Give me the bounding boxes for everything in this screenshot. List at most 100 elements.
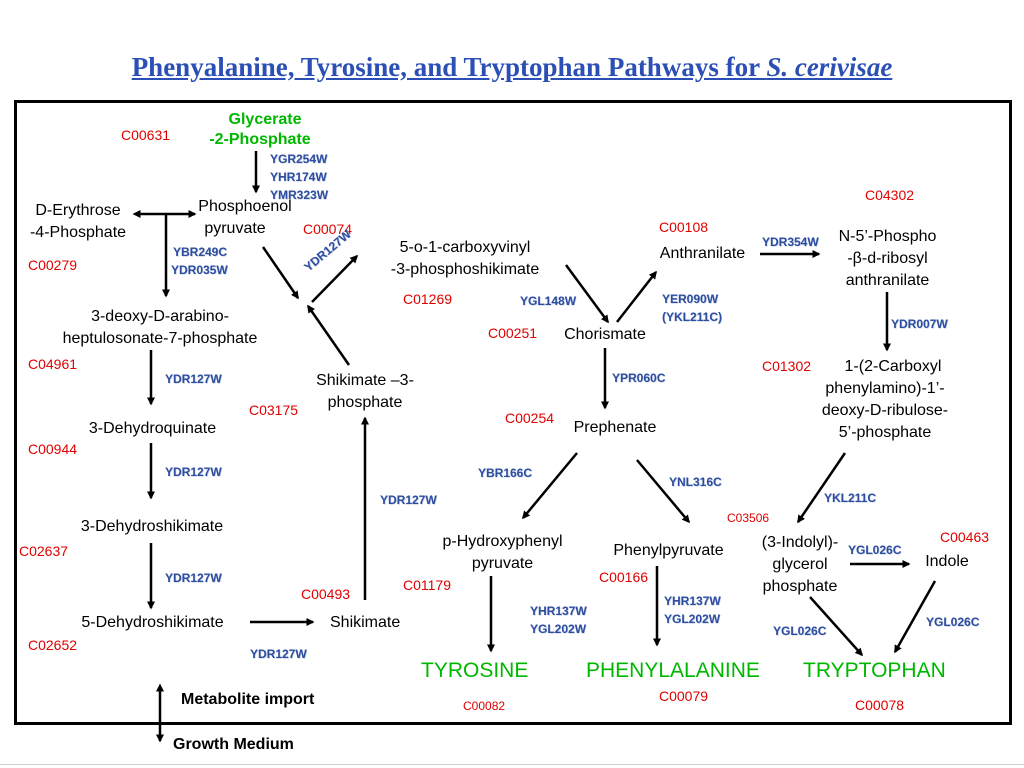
gene-group-dahp-synthase: YBR249C YDR035W xyxy=(171,243,228,279)
product-tryptophan: TRYPTOPHAN xyxy=(803,659,946,682)
gene-label: YHR137W xyxy=(664,594,721,608)
gene-ynl316c: YNL316C xyxy=(669,475,722,489)
legend-metabolite-import: Metabolite import xyxy=(181,691,315,708)
gene-ydr354w: YDR354W xyxy=(762,235,819,249)
gene-label: (YKL211C) xyxy=(662,310,723,324)
product-phenylalanine: PHENYLALANINE xyxy=(586,659,760,682)
compound-id-c00944: C00944 xyxy=(28,441,78,457)
metabolite-label: (3-Indolyl)- xyxy=(761,534,839,551)
arrow-prephenate-to-ppy xyxy=(636,459,690,524)
compound-id-c01269: C01269 xyxy=(403,291,453,307)
arrow-igp-to-tryptophan xyxy=(809,596,864,657)
compound-id-c00279: C00279 xyxy=(28,257,78,273)
gene-ybr166c: YBR166C xyxy=(478,466,533,480)
metabolite-label: anthranilate xyxy=(845,272,930,289)
gene-group-phenylalanine-aminotransferase: YHR137W YGL202W xyxy=(664,592,721,628)
title-species: S. cerivisae xyxy=(766,52,893,82)
arrow-to-epsp xyxy=(311,254,359,303)
compound-id-c00078: C00078 xyxy=(855,697,905,713)
metabolite-label: -2-Phosphate xyxy=(209,131,311,148)
gene-ydr127w-s3p: YDR127W xyxy=(380,493,437,507)
gene-ydr127w-5ds: YDR127W xyxy=(165,571,222,585)
metabolite-indolylglycerol-phosphate: (3-Indolyl)- glycerol phosphate xyxy=(740,532,860,598)
metabolite-label: Phosphoenol xyxy=(198,198,292,215)
page-title: Phenyalanine, Tyrosine, and Tryptophan P… xyxy=(0,52,1024,83)
title-main: Phenyalanine, Tyrosine, and Tryptophan P… xyxy=(131,52,767,82)
metabolite-cdrp: 1-(2-Carboxyl phenylamino)-1’- deoxy-D-r… xyxy=(800,356,970,444)
metabolite-label: p-Hydroxyphenyl xyxy=(442,533,563,550)
gene-label: YHR137W xyxy=(530,604,587,618)
metabolite-glycerate-2-phosphate: Glycerate -2-Phosphate xyxy=(200,110,330,150)
compound-id-c00074: C00074 xyxy=(303,221,353,237)
compound-id-c03506: C03506 xyxy=(727,511,770,525)
compound-id-c02637: C02637 xyxy=(19,543,69,559)
compound-id-c00493: C00493 xyxy=(301,586,351,602)
arrow-s3p-up xyxy=(306,304,351,366)
gene-label: YER090W xyxy=(662,292,719,306)
compound-id-c00079: C00079 xyxy=(659,688,709,704)
gene-label: YBR249C xyxy=(173,245,228,259)
metabolite-label: phosphate xyxy=(327,394,403,411)
legend-growth-medium: Growth Medium xyxy=(173,736,294,753)
gene-ygl148w: YGL148W xyxy=(520,294,577,308)
gene-group-anthranilate-synthase: YER090W (YKL211C) xyxy=(662,290,722,326)
compound-id-c00254: C00254 xyxy=(505,410,555,426)
gene-ydr127w-dhq: YDR127W xyxy=(165,372,222,386)
compound-id-c00082: C00082 xyxy=(463,699,506,713)
compound-id-c00166: C00166 xyxy=(599,569,649,585)
arrow-indole-to-tryptophan xyxy=(893,580,937,654)
metabolite-phenylpyruvate: Phenylpyruvate xyxy=(613,542,724,559)
compound-id-c02652: C02652 xyxy=(28,637,78,653)
metabolite-indole: Indole xyxy=(925,553,969,570)
metabolite-label: deoxy-D-ribulose- xyxy=(821,402,949,419)
arrow-epsp-to-chorismate xyxy=(564,264,610,324)
compound-id-c04302: C04302 xyxy=(865,187,915,203)
metabolite-label: -4-Phosphate xyxy=(29,224,127,241)
gene-ygl026c-trp: YGL026C xyxy=(926,615,980,629)
metabolite-label: D-Erythrose xyxy=(35,202,121,219)
compound-id-c00463: C00463 xyxy=(940,529,990,545)
metabolite-label: Glycerate xyxy=(228,111,302,128)
gene-ygl026c-igp: YGL026C xyxy=(773,624,827,638)
metabolite-prephenate: Prephenate xyxy=(573,419,657,436)
metabolite-label: 1-(2-Carboxyl xyxy=(844,358,942,375)
arrow-pep-to-s3p-junction xyxy=(261,246,300,300)
metabolite-label: heptulosonate-7-phosphate xyxy=(62,330,258,347)
metabolite-5-dehydroshikimate: 5-Dehydroshikimate xyxy=(81,614,224,631)
gene-ydr007w: YDR007W xyxy=(891,317,948,331)
compound-id-c00108: C00108 xyxy=(659,219,709,235)
metabolite-label: phenylamino)-1’- xyxy=(825,380,945,397)
gene-ypr060c: YPR060C xyxy=(612,371,666,385)
compound-id-c00631: C00631 xyxy=(121,127,171,143)
metabolite-label: glycerol xyxy=(772,556,828,573)
metabolite-label: phosphate xyxy=(762,578,838,595)
metabolite-anthranilate: Anthranilate xyxy=(659,245,746,262)
metabolite-label: Shikimate –3- xyxy=(316,372,414,389)
metabolite-3-dehydroquinate: 3-Dehydroquinate xyxy=(88,420,217,437)
metabolite-label: 5-o-1-carboxyvinyl xyxy=(399,239,531,256)
product-tyrosine: TYROSINE xyxy=(421,659,529,682)
slide-bottom-rule xyxy=(0,764,1024,765)
metabolite-label: -β-d-ribosyl xyxy=(847,250,928,267)
compound-id-c03175: C03175 xyxy=(249,402,299,418)
metabolite-label: N-5’-Phospho xyxy=(838,228,937,245)
compound-id-c01302: C01302 xyxy=(762,358,812,374)
gene-label: YGL202W xyxy=(664,612,721,626)
gene-ydr127w-dhs: YDR127W xyxy=(165,465,222,479)
compound-id-c00251: C00251 xyxy=(488,325,538,341)
gene-group-tyrosine-aminotransferase: YHR137W YGL202W xyxy=(530,602,587,638)
gene-label: YGL202W xyxy=(530,622,587,636)
arrow-cdrp-to-igp xyxy=(796,452,847,524)
metabolite-epsp: 5-o-1-carboxyvinyl -3-phosphoshikimate xyxy=(370,237,560,281)
metabolite-shikimate: Shikimate xyxy=(330,614,401,631)
gene-label: YDR035W xyxy=(171,263,228,277)
arrow-prephenate-to-hpp xyxy=(522,452,578,520)
gene-label: YHR174W xyxy=(270,170,327,184)
gene-group-enolase: YGR254W YHR174W YMR323W xyxy=(270,150,328,204)
metabolite-label: pyruvate xyxy=(471,555,534,572)
metabolite-phosphoenolpyruvate: Phosphoenol pyruvate xyxy=(190,196,300,240)
metabolite-3-dehydroshikimate: 3-Dehydroshikimate xyxy=(80,518,224,535)
pathway-frame xyxy=(14,100,1012,725)
gene-label: YMR323W xyxy=(270,188,329,202)
